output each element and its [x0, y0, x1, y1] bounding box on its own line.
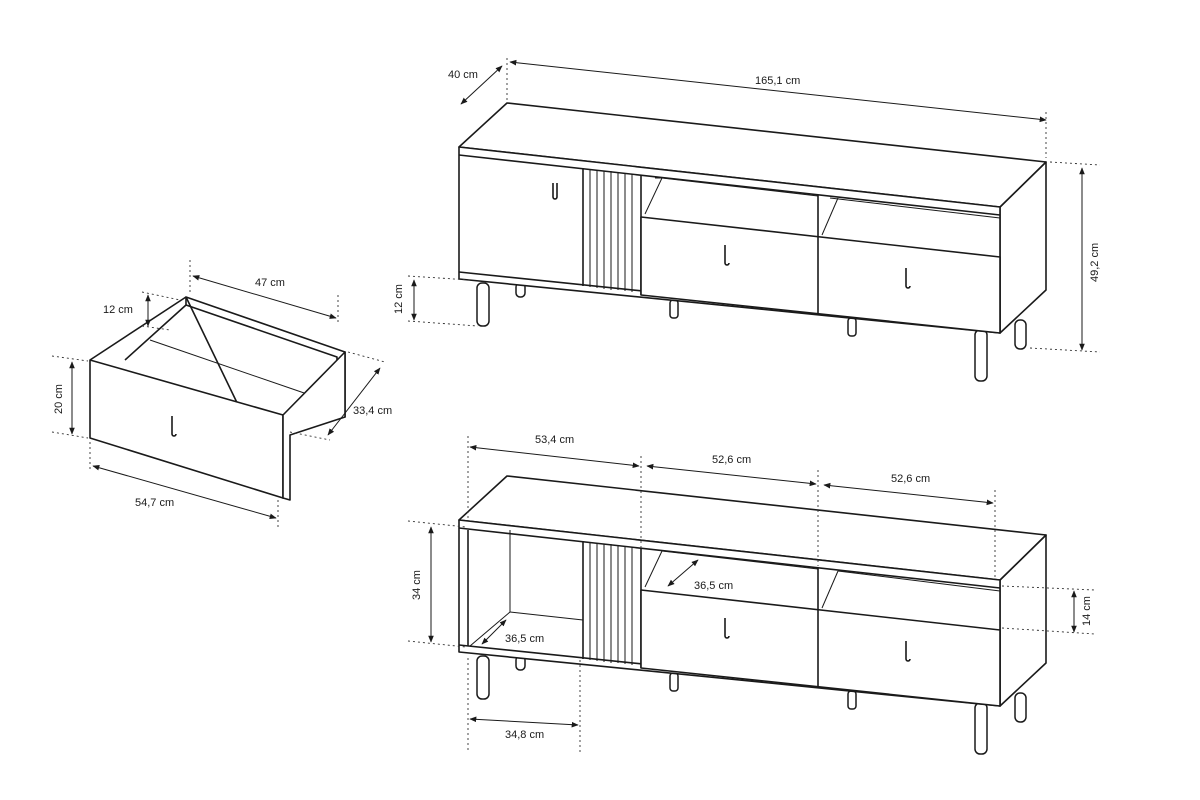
depth-label: 40 cm	[448, 69, 478, 81]
section-middle-label: 52,6 cm	[712, 454, 751, 466]
handle-icon	[171, 416, 177, 437]
open-shelf-height-label: 14 cm	[1081, 596, 1093, 626]
width-label: 165,1 cm	[755, 75, 800, 87]
drawer-inner-height-label: 12 cm	[103, 304, 133, 316]
drawer-inner-width-label: 47 cm	[255, 277, 285, 289]
leg	[1014, 319, 1027, 350]
tv-cabinet-closed-view: 165,1 cm 40 cm 49,2 cm 12 cm	[393, 58, 1101, 382]
tv-cabinet-open-view: 53,4 cm 52,6 cm 52,6 cm 34 cm 36,5 cm 36…	[407, 434, 1096, 755]
height-label: 49,2 cm	[1089, 243, 1101, 282]
drawer-front	[640, 216, 1001, 334]
width-dimension-line	[509, 59, 1047, 123]
drawer-depth-label: 33,4 cm	[353, 405, 392, 417]
section-right-label: 52,6 cm	[891, 473, 930, 485]
leg	[847, 317, 857, 337]
leg	[476, 282, 490, 327]
drawer-front-width-label: 54,7 cm	[135, 497, 174, 509]
left-compartment-height-label: 34 cm	[411, 570, 423, 600]
section-left-label: 53,4 cm	[535, 434, 574, 446]
handle-icon	[552, 183, 911, 289]
slat-panel	[589, 542, 642, 668]
left-compartment-width-label: 34,8 cm	[505, 729, 544, 741]
shelf-depth-left-label: 36,5 cm	[505, 633, 544, 645]
leg	[974, 329, 988, 382]
leg-height-label: 12 cm	[393, 284, 405, 314]
leg	[669, 299, 679, 319]
drawer-front-height-label: 20 cm	[53, 384, 65, 414]
drawer-front	[640, 589, 1001, 707]
depth-dimension-line	[460, 65, 503, 105]
drawer-view: 47 cm 12 cm 20 cm 33,4 cm 54,7 cm	[51, 260, 392, 530]
shelf-depth-middle-label: 36,5 cm	[694, 580, 733, 592]
handle-icon	[724, 618, 911, 662]
